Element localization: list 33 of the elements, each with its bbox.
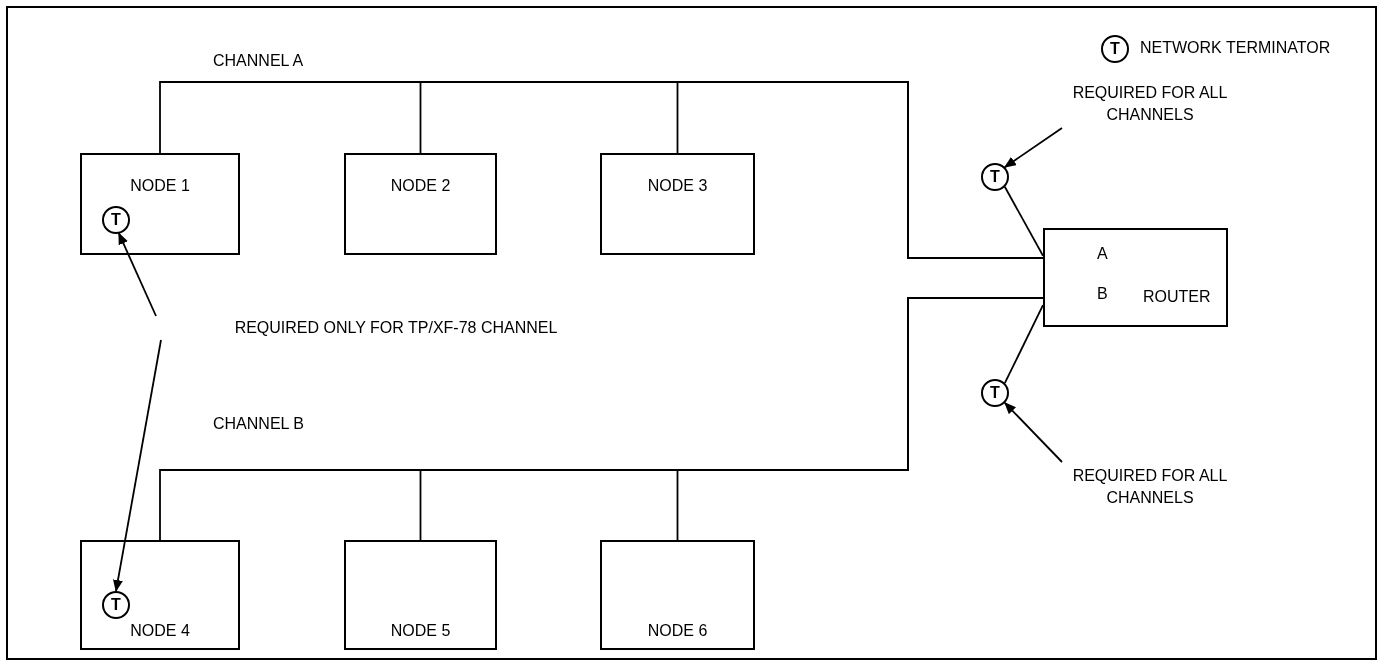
note-text: REQUIRED FOR ALL CHANNELS	[1062, 462, 1238, 512]
terminator-circle: T	[981, 163, 1009, 191]
terminator-circle: T	[102, 206, 130, 234]
node-label: NODE 5	[389, 622, 452, 640]
node-label: NODE 3	[646, 177, 709, 195]
port-label: A	[1097, 245, 1108, 263]
node-label: NODE 2	[389, 177, 452, 195]
leader-arrow	[1003, 127, 1063, 169]
note-text: REQUIRED ONLY FOR TP/XF-78 CHANNEL	[146, 316, 646, 340]
terminator-circle: T	[102, 591, 130, 619]
node-box	[600, 153, 755, 255]
connection-line	[1003, 304, 1044, 385]
leader-arrow	[113, 339, 162, 592]
node-box	[344, 153, 497, 255]
channel-label: CHANNEL A	[213, 52, 304, 70]
node-box	[80, 540, 240, 650]
channel-label: CHANNEL B	[213, 415, 304, 433]
legend-text: NETWORK TERMINATOR	[1140, 39, 1331, 57]
node-box	[344, 540, 497, 650]
leader-arrow	[1003, 401, 1063, 463]
leader-arrow	[117, 232, 157, 317]
node-box	[600, 540, 755, 650]
terminator-symbol: T	[1101, 35, 1129, 63]
note-text: REQUIRED FOR ALL CHANNELS	[1062, 80, 1238, 128]
port-label: B	[1097, 285, 1108, 303]
node-label: NODE 1	[129, 177, 191, 195]
node-label: ROUTER	[1143, 288, 1211, 306]
node-label: NODE 6	[646, 622, 709, 640]
node-box	[80, 153, 240, 255]
node-label: NODE 4	[129, 622, 191, 640]
connection-line	[1003, 185, 1044, 257]
terminator-circle: T	[981, 379, 1009, 407]
router-box	[1043, 228, 1228, 327]
